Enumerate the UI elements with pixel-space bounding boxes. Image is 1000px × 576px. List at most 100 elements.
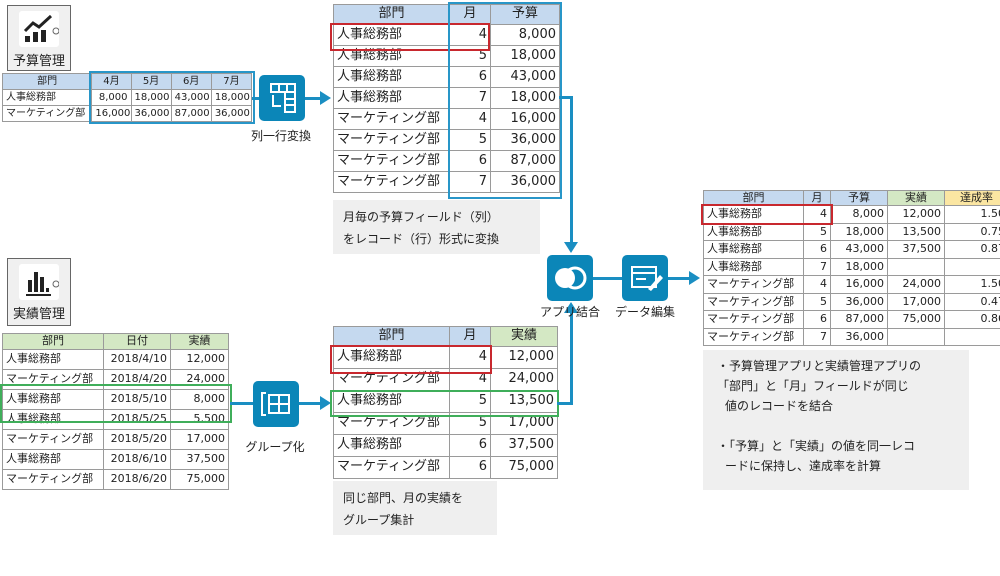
table-cell: 人事総務部 [703,257,804,276]
column-header: 部門 [703,190,804,206]
table-cell: 43,000 [490,66,560,88]
table-cell: 37,500 [170,449,229,470]
join-label: アプリ結合 [539,305,600,319]
trend-chart-icon [19,11,60,47]
column-header: 4月 [91,73,132,90]
group-label: グループ化 [245,440,305,454]
table-cell: 7 [803,327,831,346]
table-cell: 0.47 [944,292,1000,311]
table-cell: 36,000 [490,129,560,151]
note-line: 「部門」と「月」フィールドが同じ [717,379,909,393]
table-cell: 6 [803,240,831,259]
note-line: 値のレコードを結合 [725,399,834,413]
join-icon[interactable] [547,255,593,301]
column-header: 達成率 [944,190,1000,206]
table-cell: 13,500 [887,222,945,241]
table-cell: 5 [803,292,831,311]
table-cell: 16,000 [830,275,888,294]
budget-note: 月毎の予算フィールド（列） をレコード（行）形式に変換 [333,200,540,254]
table-cell: 18,000 [830,222,888,241]
actual-note: 同じ部門、月の実績をグループ集計 [333,481,497,535]
table-cell: 75,000 [887,310,945,329]
table-cell [887,257,945,276]
table-cell: 87,000 [830,310,888,329]
table-cell: 人事総務部 [333,66,450,88]
column-header: 7月 [210,73,253,90]
table-cell: 12,000 [170,349,229,370]
table-cell: 24,000 [490,368,558,391]
group-rows-highlight [0,384,232,423]
table-cell: 75,000 [170,469,229,490]
column-header: 月 [449,326,491,347]
column-header: 実績 [170,333,229,350]
table-cell: 0.75 [944,222,1000,241]
table-cell: マーケティング部 [333,150,450,172]
table-cell: 人事総務部 [333,434,450,457]
result-row-highlight [701,204,833,225]
budget-app-tile[interactable]: 予算管理 [7,5,71,71]
table-cell: 人事総務部 [1,89,93,106]
column-to-row-icon[interactable] [259,75,305,121]
table-cell: 43,000 [830,240,888,259]
column-header: 部門 [1,73,93,90]
table-cell: 人事総務部 [2,389,104,410]
column-header: 予算 [830,190,888,206]
actual-app-tile[interactable]: 実績管理 [7,258,71,326]
column-header: 実績 [887,190,945,206]
table-cell: 36,000 [130,105,172,122]
table-cell: マーケティング部 [333,108,450,130]
edit-icon[interactable] [622,255,668,301]
table-cell: 1.50 [944,275,1000,294]
column-header: 日付 [103,333,171,350]
table-cell: マーケティング部 [2,429,104,450]
budget-app-label: 予算管理 [12,54,65,69]
result-note: ・予算管理アプリと実績管理アプリの 「部門」と「月」フィールドが同じ 値のレコー… [703,350,969,490]
table-cell: 17,000 [490,412,558,435]
note-line: をレコード（行）形式に変換 [343,232,500,246]
table-cell: 37,500 [490,434,558,457]
table-cell: 0.87 [944,240,1000,259]
note-line: ・「予算」と「実績」の値を同一レコ [717,439,916,453]
table-cell: 2018/5/10 [103,389,171,410]
note-line: ードに保持し、達成率を計算 [725,459,882,473]
actual-app-label: 実績管理 [12,307,65,322]
table-cell [887,327,945,346]
table-cell [944,327,1000,346]
table-cell: 12,000 [490,346,558,369]
table-cell: 16,000 [91,105,132,122]
table-cell: マーケティング部 [333,456,450,479]
table-cell: 36,000 [830,327,888,346]
table-cell: 18,000 [490,87,560,109]
table-cell: マーケティング部 [703,275,804,294]
edit-label: データ編集 [614,305,675,319]
column-header: 部門 [2,333,104,350]
table-cell: 36,000 [210,105,253,122]
table-cell: 36,000 [490,171,560,193]
note-line: 月毎の予算フィールド（列） [343,210,499,224]
table-cell: マーケティング部 [333,129,450,151]
table-cell: 5 [803,222,831,241]
note-spacer [717,416,959,436]
table-cell: 人事総務部 [2,449,104,470]
actual-row-highlight [330,345,492,374]
group-icon[interactable] [253,381,299,427]
table-cell: 7 [803,257,831,276]
budget-month-column-highlight [448,2,562,199]
note-line: グループ集計 [343,513,415,527]
